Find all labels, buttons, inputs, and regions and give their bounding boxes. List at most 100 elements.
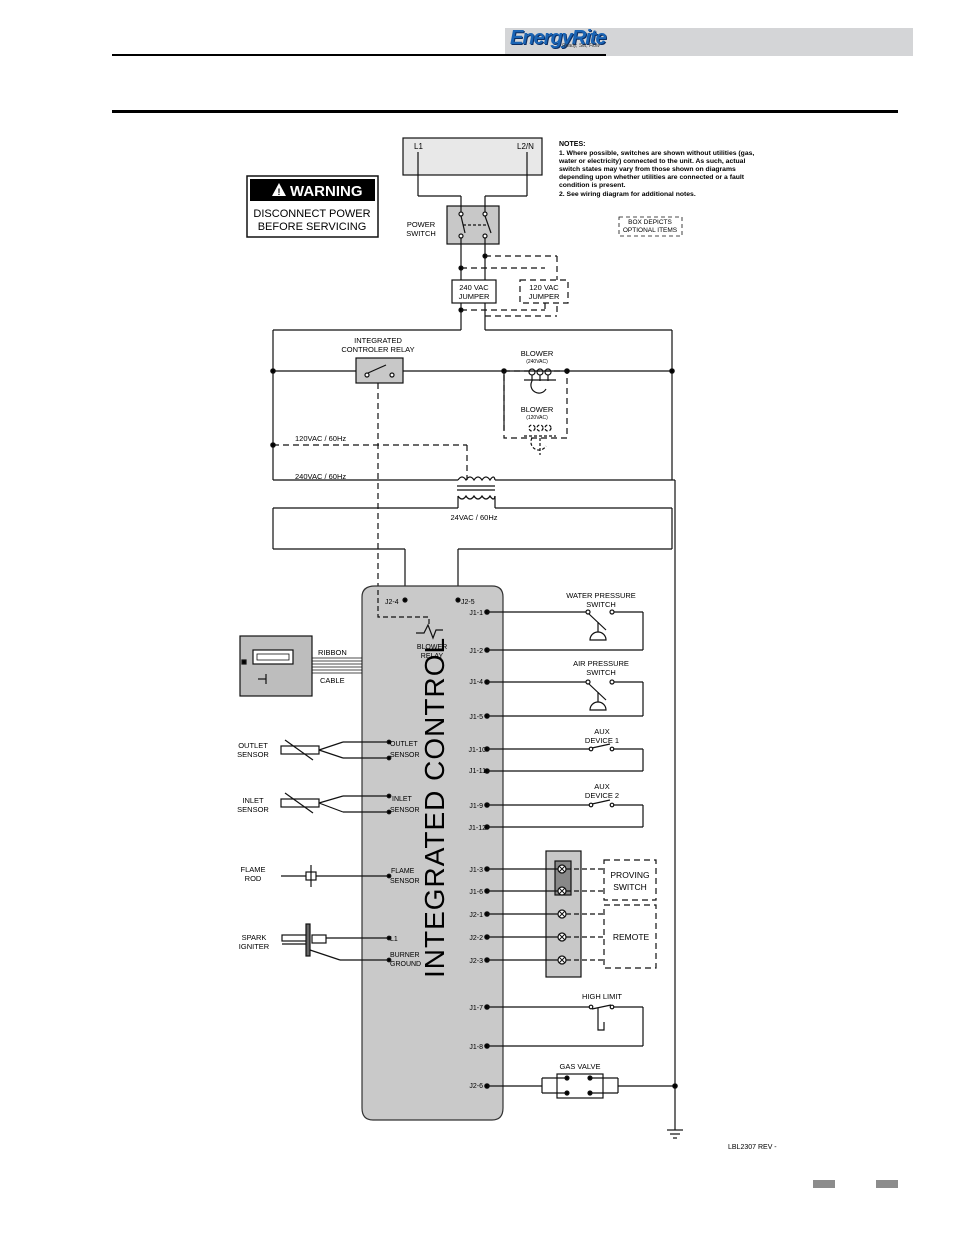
- notes-title: NOTES:: [559, 141, 585, 148]
- terminal-strip: [487, 850, 604, 978]
- svg-text:SWITCH: SWITCH: [586, 668, 616, 677]
- svg-text:FLAME: FLAME: [240, 865, 265, 874]
- ground-symbol: [667, 1129, 683, 1139]
- svg-text:GROUND: GROUND: [390, 961, 421, 968]
- svg-text:OUTLET: OUTLET: [390, 741, 418, 748]
- pin-label: J2-3: [469, 958, 483, 965]
- svg-text:SWITCH: SWITCH: [586, 600, 616, 609]
- pin-label: J1-2: [469, 648, 483, 655]
- svg-text:DEVICE 2: DEVICE 2: [585, 791, 619, 800]
- svg-text:AIR PRESSURE: AIR PRESSURE: [573, 659, 629, 668]
- pin-label: J1-11: [469, 768, 486, 775]
- water-pressure-switch: WATER PRESSURE SWITCH: [487, 591, 644, 651]
- svg-text:SENSOR: SENSOR: [390, 807, 420, 814]
- svg-text:DISCONNECT POWER: DISCONNECT POWER: [253, 208, 370, 220]
- svg-text:SENSOR: SENSOR: [390, 752, 420, 759]
- svg-text:WARNING: WARNING: [290, 183, 363, 200]
- section-rule: [112, 110, 898, 113]
- svg-text:SENSOR: SENSOR: [390, 878, 420, 885]
- page-tab-left: [813, 1180, 835, 1188]
- pin-label: J1-10: [468, 747, 486, 754]
- svg-text:WATER PRESSURE: WATER PRESSURE: [566, 591, 636, 600]
- notes-line: 1. Where possible, switches are shown wi…: [559, 150, 754, 157]
- line-voltage-wiring: 120VAC / 60Hz 240VAC / 60Hz: [270, 329, 675, 481]
- svg-text:OPTIONAL ITEMS: OPTIONAL ITEMS: [623, 227, 678, 234]
- svg-text:BOX DEPICTS: BOX DEPICTS: [628, 219, 672, 226]
- jumper-120-label: 120 VAC: [529, 283, 559, 292]
- svg-text:BEFORE SERVICING: BEFORE SERVICING: [258, 221, 367, 233]
- warning-icon: [272, 183, 286, 196]
- svg-text:24VAC / 60Hz: 24VAC / 60Hz: [451, 513, 498, 522]
- pin-label: J2-2: [469, 935, 483, 942]
- svg-text:GAS VALVE: GAS VALVE: [560, 1062, 601, 1071]
- svg-text:L2/N: L2/N: [517, 142, 534, 151]
- pin-label: J1-1: [469, 610, 483, 617]
- svg-text:BURNER: BURNER: [390, 952, 420, 959]
- brand-logo: EnergyRite: [510, 27, 607, 49]
- notes-line: depending upon whether utilities are con…: [559, 174, 745, 181]
- notes-line: 2. See wiring diagram for additional not…: [559, 191, 696, 198]
- svg-text:240 VAC: 240 VAC: [459, 283, 489, 292]
- control-title: INTEGRATED CONTROL: [419, 637, 450, 978]
- svg-text:POWER: POWER: [407, 220, 436, 229]
- svg-text:INLET: INLET: [392, 796, 413, 803]
- svg-text:BLOWER: BLOWER: [521, 405, 554, 414]
- remote: REMOTE: [603, 904, 657, 969]
- v240-label: 240VAC / 60Hz: [295, 472, 346, 481]
- svg-text:RIBBON: RIBBON: [318, 648, 347, 657]
- pin-label: J1-8: [469, 1044, 483, 1051]
- svg-text:AUX: AUX: [594, 782, 609, 791]
- svg-text:J2-4: J2-4: [385, 599, 399, 606]
- pin-label: J2-1: [469, 912, 483, 919]
- svg-text:REMOTE: REMOTE: [613, 932, 650, 942]
- pin-label: J1-3: [469, 867, 483, 874]
- svg-text:CABLE: CABLE: [320, 676, 345, 685]
- notes-line: switch states may vary from those shown …: [559, 166, 736, 173]
- header-bar: [505, 28, 913, 56]
- notes-line: water or electricity) connected to the u…: [558, 158, 745, 165]
- svg-text:INLET: INLET: [242, 796, 264, 805]
- header-rule: [112, 54, 606, 56]
- svg-text:L1: L1: [414, 142, 423, 151]
- pin-labels: J1-1 J1-2 J1-4 J1-5 J1-10 J1-11 J1-9 J1-…: [468, 610, 486, 1090]
- transformer: 24VAC / 60Hz: [451, 476, 498, 522]
- inlet-sensor: INLET SENSOR INLET SENSOR: [237, 792, 420, 815]
- gas-valve: GAS VALVE: [487, 1062, 678, 1099]
- high-limit: HIGH LIMIT: [487, 992, 644, 1047]
- low-voltage-wiring: [272, 479, 676, 1130]
- svg-text:SWITCH: SWITCH: [613, 882, 647, 892]
- aux-device-1: AUX DEVICE 1: [487, 727, 644, 772]
- svg-text:FLAME: FLAME: [391, 868, 415, 875]
- svg-text:INTEGRATED: INTEGRATED: [354, 336, 402, 345]
- blower-120: BLOWER (120VAC): [521, 405, 556, 455]
- svg-text:SWITCH: SWITCH: [406, 229, 436, 238]
- optional-box-legend: BOX DEPICTS OPTIONAL ITEMS: [618, 216, 683, 237]
- svg-text:SPARK: SPARK: [242, 933, 267, 942]
- pin-label: J1-4: [469, 679, 483, 686]
- air-pressure-switch: AIR PRESSURE SWITCH: [487, 659, 644, 717]
- svg-text:ROD: ROD: [245, 874, 262, 883]
- pin-label: J1-5: [469, 714, 483, 721]
- v120-label: 120VAC / 60Hz: [295, 434, 346, 443]
- svg-text:(120VAC): (120VAC): [526, 415, 548, 421]
- warning-label: ! WARNING DISCONNECT POWER BEFORE SERVIC…: [246, 175, 379, 238]
- flame-rod: FLAME ROD FLAME SENSOR: [240, 865, 420, 887]
- outlet-sensor: OUTLET SENSOR OUTLET SENSOR: [237, 739, 420, 761]
- proving-switch: PROVING SWITCH: [603, 859, 657, 901]
- blower-optional-box: [503, 370, 568, 439]
- pin-label: J2-6: [469, 1083, 483, 1090]
- pin-label: J1-9: [469, 803, 483, 810]
- brand-tagline: Ready, Set, Flow: [562, 43, 600, 49]
- svg-text:J2-5: J2-5: [461, 599, 475, 606]
- svg-text:JUMPER: JUMPER: [459, 292, 490, 301]
- notes-block: NOTES: 1. Where possible, switches are s…: [558, 141, 754, 198]
- svg-text:RELAY: RELAY: [421, 653, 444, 660]
- label-code: LBL2307 REV -: [728, 1144, 777, 1151]
- svg-text:BLOWER: BLOWER: [417, 644, 447, 651]
- svg-text:JUMPER: JUMPER: [529, 292, 560, 301]
- svg-text:CONTROLER RELAY: CONTROLER RELAY: [341, 345, 414, 354]
- pin-label: J1-7: [469, 1005, 483, 1012]
- notes-line: condition is present.: [559, 182, 626, 189]
- svg-text:!: !: [278, 187, 281, 197]
- svg-text:DEVICE 1: DEVICE 1: [585, 736, 619, 745]
